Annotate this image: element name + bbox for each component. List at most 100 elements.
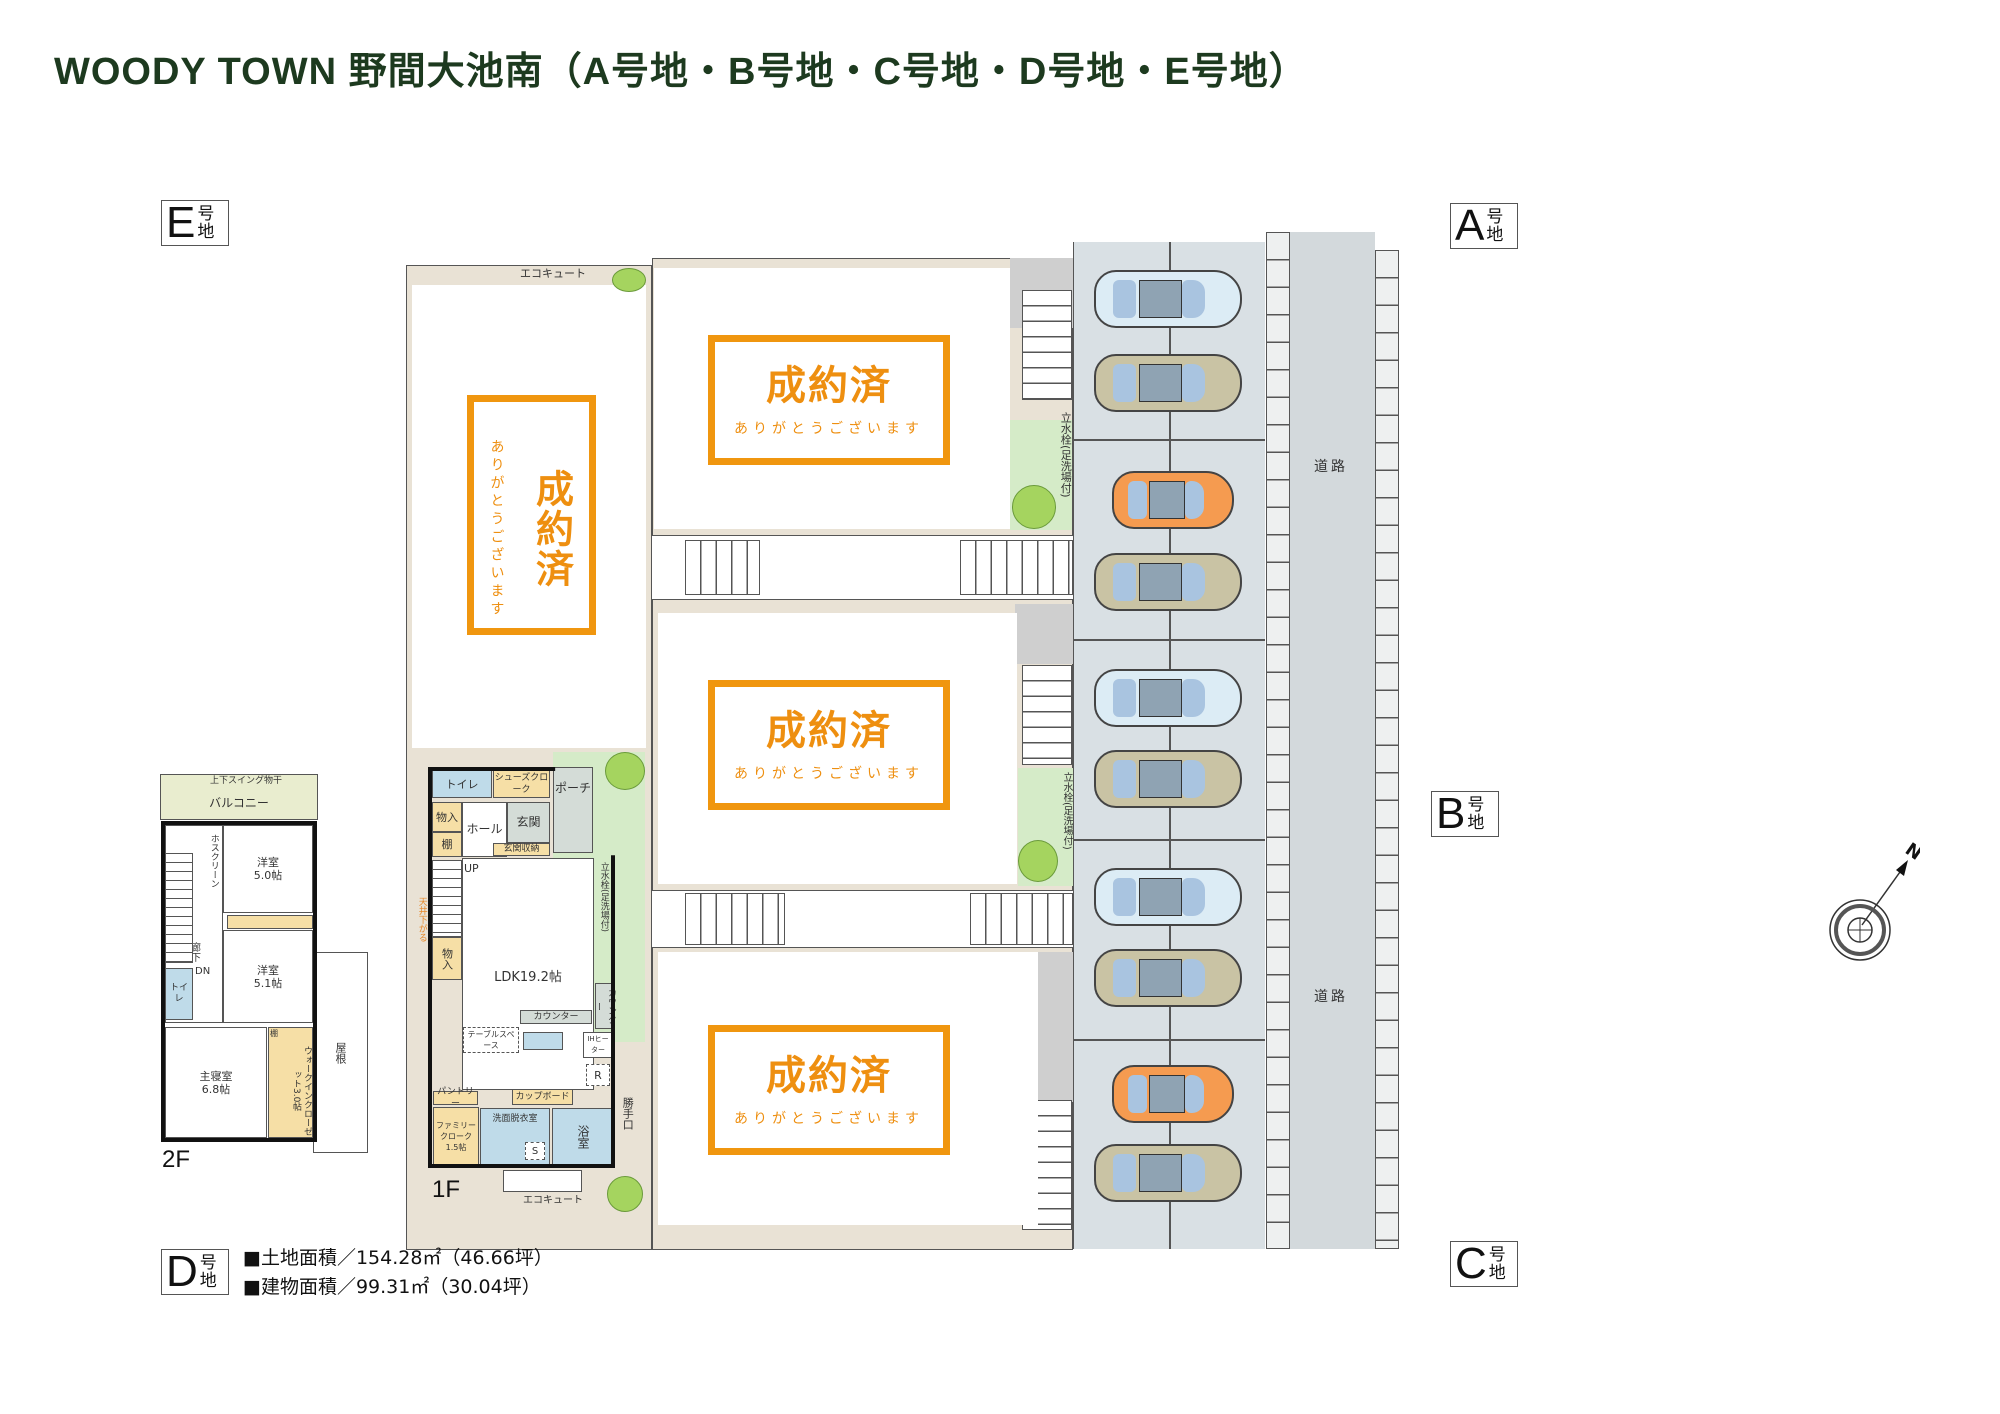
- car-roof: [1139, 760, 1183, 798]
- room-toilet-2f: トイレ: [165, 968, 193, 1020]
- car-roof: [1139, 1154, 1183, 1192]
- car-roof: [1149, 1075, 1185, 1113]
- car-window: [1113, 760, 1137, 798]
- car-icon: [1112, 1065, 1234, 1123]
- car-window: [1182, 364, 1206, 402]
- room-shoe-closet: シューズクローク: [493, 770, 550, 798]
- walk-in-closet: ウォークインクローゼット3.0帖: [268, 1027, 313, 1138]
- staircase-2f: [165, 853, 193, 963]
- roof: 屋根: [313, 952, 368, 1153]
- car-window: [1113, 959, 1137, 997]
- lot-letter: C: [1455, 1239, 1487, 1288]
- ceiling-note: 天井下がる: [416, 897, 427, 942]
- north-label: N: [1901, 839, 1920, 865]
- storage-s: S: [525, 1142, 545, 1160]
- balcony: バルコニー: [160, 774, 318, 820]
- parking-divider: [1074, 639, 1265, 641]
- sidewalk-left: [1266, 232, 1290, 1249]
- steps: [960, 540, 1073, 595]
- car-window: [1184, 1075, 1204, 1113]
- up-label: UP: [464, 862, 479, 875]
- sold-subtitle: ありがとうございます: [734, 766, 924, 782]
- staircase-1f: [432, 860, 462, 937]
- room-entrance: 玄関: [507, 802, 550, 843]
- counter: カウンター: [520, 1010, 592, 1024]
- lot-letter: B: [1436, 789, 1466, 838]
- sold-title: 成約済: [766, 362, 892, 409]
- lot-letter: E: [166, 198, 196, 247]
- bathroom: 浴室: [552, 1108, 613, 1165]
- lot-suffix: 号地: [1486, 207, 1504, 245]
- page-title: WOODY TOWN 野間大池南（A号地・B号地・C号地・D号地・E号地）: [54, 51, 1308, 93]
- lot-letter: D: [166, 1247, 198, 1296]
- exterior-wall: [428, 767, 615, 1168]
- steps: [970, 893, 1073, 945]
- shelf-label: 棚: [270, 1029, 278, 1038]
- road-label: 道路: [1314, 989, 1348, 1005]
- sold-title: 成約済: [529, 469, 575, 589]
- tree-icon: [605, 752, 645, 790]
- car-roof: [1139, 679, 1183, 717]
- steps: [685, 540, 760, 595]
- parking-divider: [1169, 242, 1171, 1249]
- sidewalk-right: [1375, 250, 1399, 1249]
- car-roof: [1139, 878, 1183, 916]
- road: [1290, 232, 1375, 1249]
- floor-label-2f: 2F: [162, 1146, 191, 1173]
- steps-b: [1022, 665, 1072, 765]
- car-window: [1128, 481, 1148, 519]
- faucet-label-a: 立水栓(足洗場付): [1059, 412, 1073, 498]
- car-window: [1113, 280, 1137, 318]
- gravel: [1038, 952, 1073, 1102]
- compass-icon: N: [1829, 839, 1920, 961]
- parking-divider: [1074, 1039, 1265, 1041]
- car-icon: [1094, 1144, 1242, 1202]
- car-roof: [1139, 364, 1183, 402]
- master-bedroom: 主寝室 6.8帖: [165, 1027, 267, 1138]
- tree-icon: [1012, 485, 1056, 529]
- lot-letter: A: [1455, 201, 1485, 250]
- room-storage: 物入: [432, 802, 462, 832]
- table-space: テーブルスペース: [463, 1027, 519, 1053]
- car-window: [1182, 679, 1206, 717]
- road-label: 道路: [1314, 459, 1348, 475]
- land-area: ■土地面積／154.28㎡（46.66坪）: [243, 1247, 553, 1269]
- gravel: [1015, 604, 1073, 664]
- closet-strip: [227, 915, 313, 929]
- sold-subtitle: ありがとうございます: [488, 439, 505, 619]
- parking-divider: [1074, 839, 1265, 841]
- car-roof: [1139, 563, 1183, 601]
- room-storage-2: 物入: [432, 937, 462, 980]
- parking-divider: [1074, 439, 1265, 441]
- sold-title: 成約済: [766, 707, 892, 754]
- exterior-wall-2f: [161, 821, 317, 1142]
- car-icon: [1094, 553, 1242, 611]
- car-icon: [1094, 750, 1242, 808]
- car-window: [1182, 280, 1206, 318]
- ecocute-unit: [503, 1170, 582, 1192]
- floor-label-1f: 1F: [432, 1176, 461, 1203]
- steps-a: [1022, 290, 1072, 400]
- hoscreen-label: ホスクリーン: [208, 834, 219, 888]
- lot-suffix: 号地: [1467, 795, 1485, 833]
- steps: [685, 893, 785, 945]
- car-window: [1113, 563, 1137, 601]
- car-roof: [1149, 481, 1185, 519]
- swing-clothes-rail: 上下スイング物干: [210, 776, 283, 786]
- car-window: [1113, 364, 1137, 402]
- car-icon: [1094, 354, 1242, 412]
- car-window: [1128, 1075, 1148, 1113]
- sold-badge-a: 成約済 ありがとうございます: [708, 335, 950, 465]
- entrance-storage: 玄関収納: [493, 843, 550, 856]
- ecocute-label-1f: エコキュート: [523, 1195, 583, 1206]
- lot-suffix: 号地: [199, 1253, 217, 1291]
- down-label: DN: [195, 966, 211, 977]
- sold-badge-c: 成約済 ありがとうございます: [708, 1025, 950, 1155]
- room-shelf: 棚: [432, 832, 462, 857]
- car-window: [1182, 1154, 1206, 1192]
- car-window: [1113, 1154, 1137, 1192]
- sold-title: 成約済: [766, 1052, 892, 1099]
